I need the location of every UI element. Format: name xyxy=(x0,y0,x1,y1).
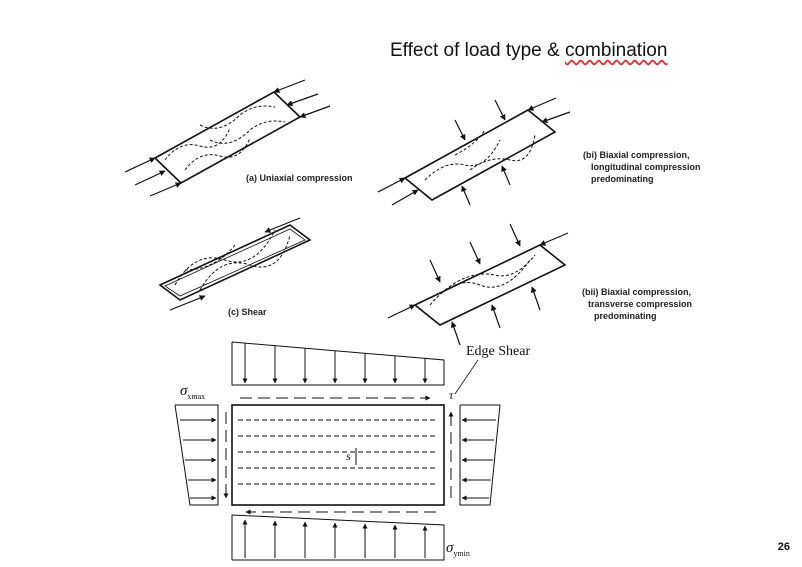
label-bi-line1: (bi) Biaxial compression, xyxy=(583,150,690,160)
sigma-xmax-label: σxmax xyxy=(180,383,205,401)
ymin-subscript: ymin xyxy=(453,549,470,558)
label-bii: (bii) Biaxial compression, transverse co… xyxy=(582,286,692,322)
sigma-symbol-2: σ xyxy=(446,540,454,556)
sigma-symbol: σ xyxy=(180,383,188,399)
label-c: (c) Shear xyxy=(228,307,267,317)
plate-c-shear xyxy=(158,217,312,311)
sigma-ymin-label: σymin xyxy=(446,540,470,558)
edge-shear-label: Edge Shear xyxy=(466,344,531,359)
plate-bii-biaxial-transverse xyxy=(387,223,569,346)
label-bi-line3: predominating xyxy=(591,174,654,184)
s-spacing-label: s xyxy=(346,449,351,463)
plate-bi-biaxial-longitudinal xyxy=(377,97,571,206)
page-number: 26 xyxy=(777,541,790,553)
label-bii-line1: (bii) Biaxial compression, xyxy=(582,287,692,297)
label-bii-line2: transverse compression xyxy=(588,299,693,309)
page-title: Effect of load type & combination xyxy=(390,40,667,62)
label-bii-line3: predominating xyxy=(594,311,657,321)
label-bi: (bi) Biaxial compression, longitudinal c… xyxy=(583,149,701,185)
tau-label: τ xyxy=(449,388,454,402)
plate-combined-loading xyxy=(174,341,501,561)
label-bi-line2: longitudinal compression xyxy=(591,162,701,172)
title-underlined-word: combination xyxy=(564,40,668,61)
xmax-subscript: xmax xyxy=(187,392,206,401)
plate-a-uniaxial xyxy=(124,79,331,197)
title-text: Effect of load type & xyxy=(390,40,565,61)
label-a: (a) Uniaxial compression xyxy=(246,173,353,183)
